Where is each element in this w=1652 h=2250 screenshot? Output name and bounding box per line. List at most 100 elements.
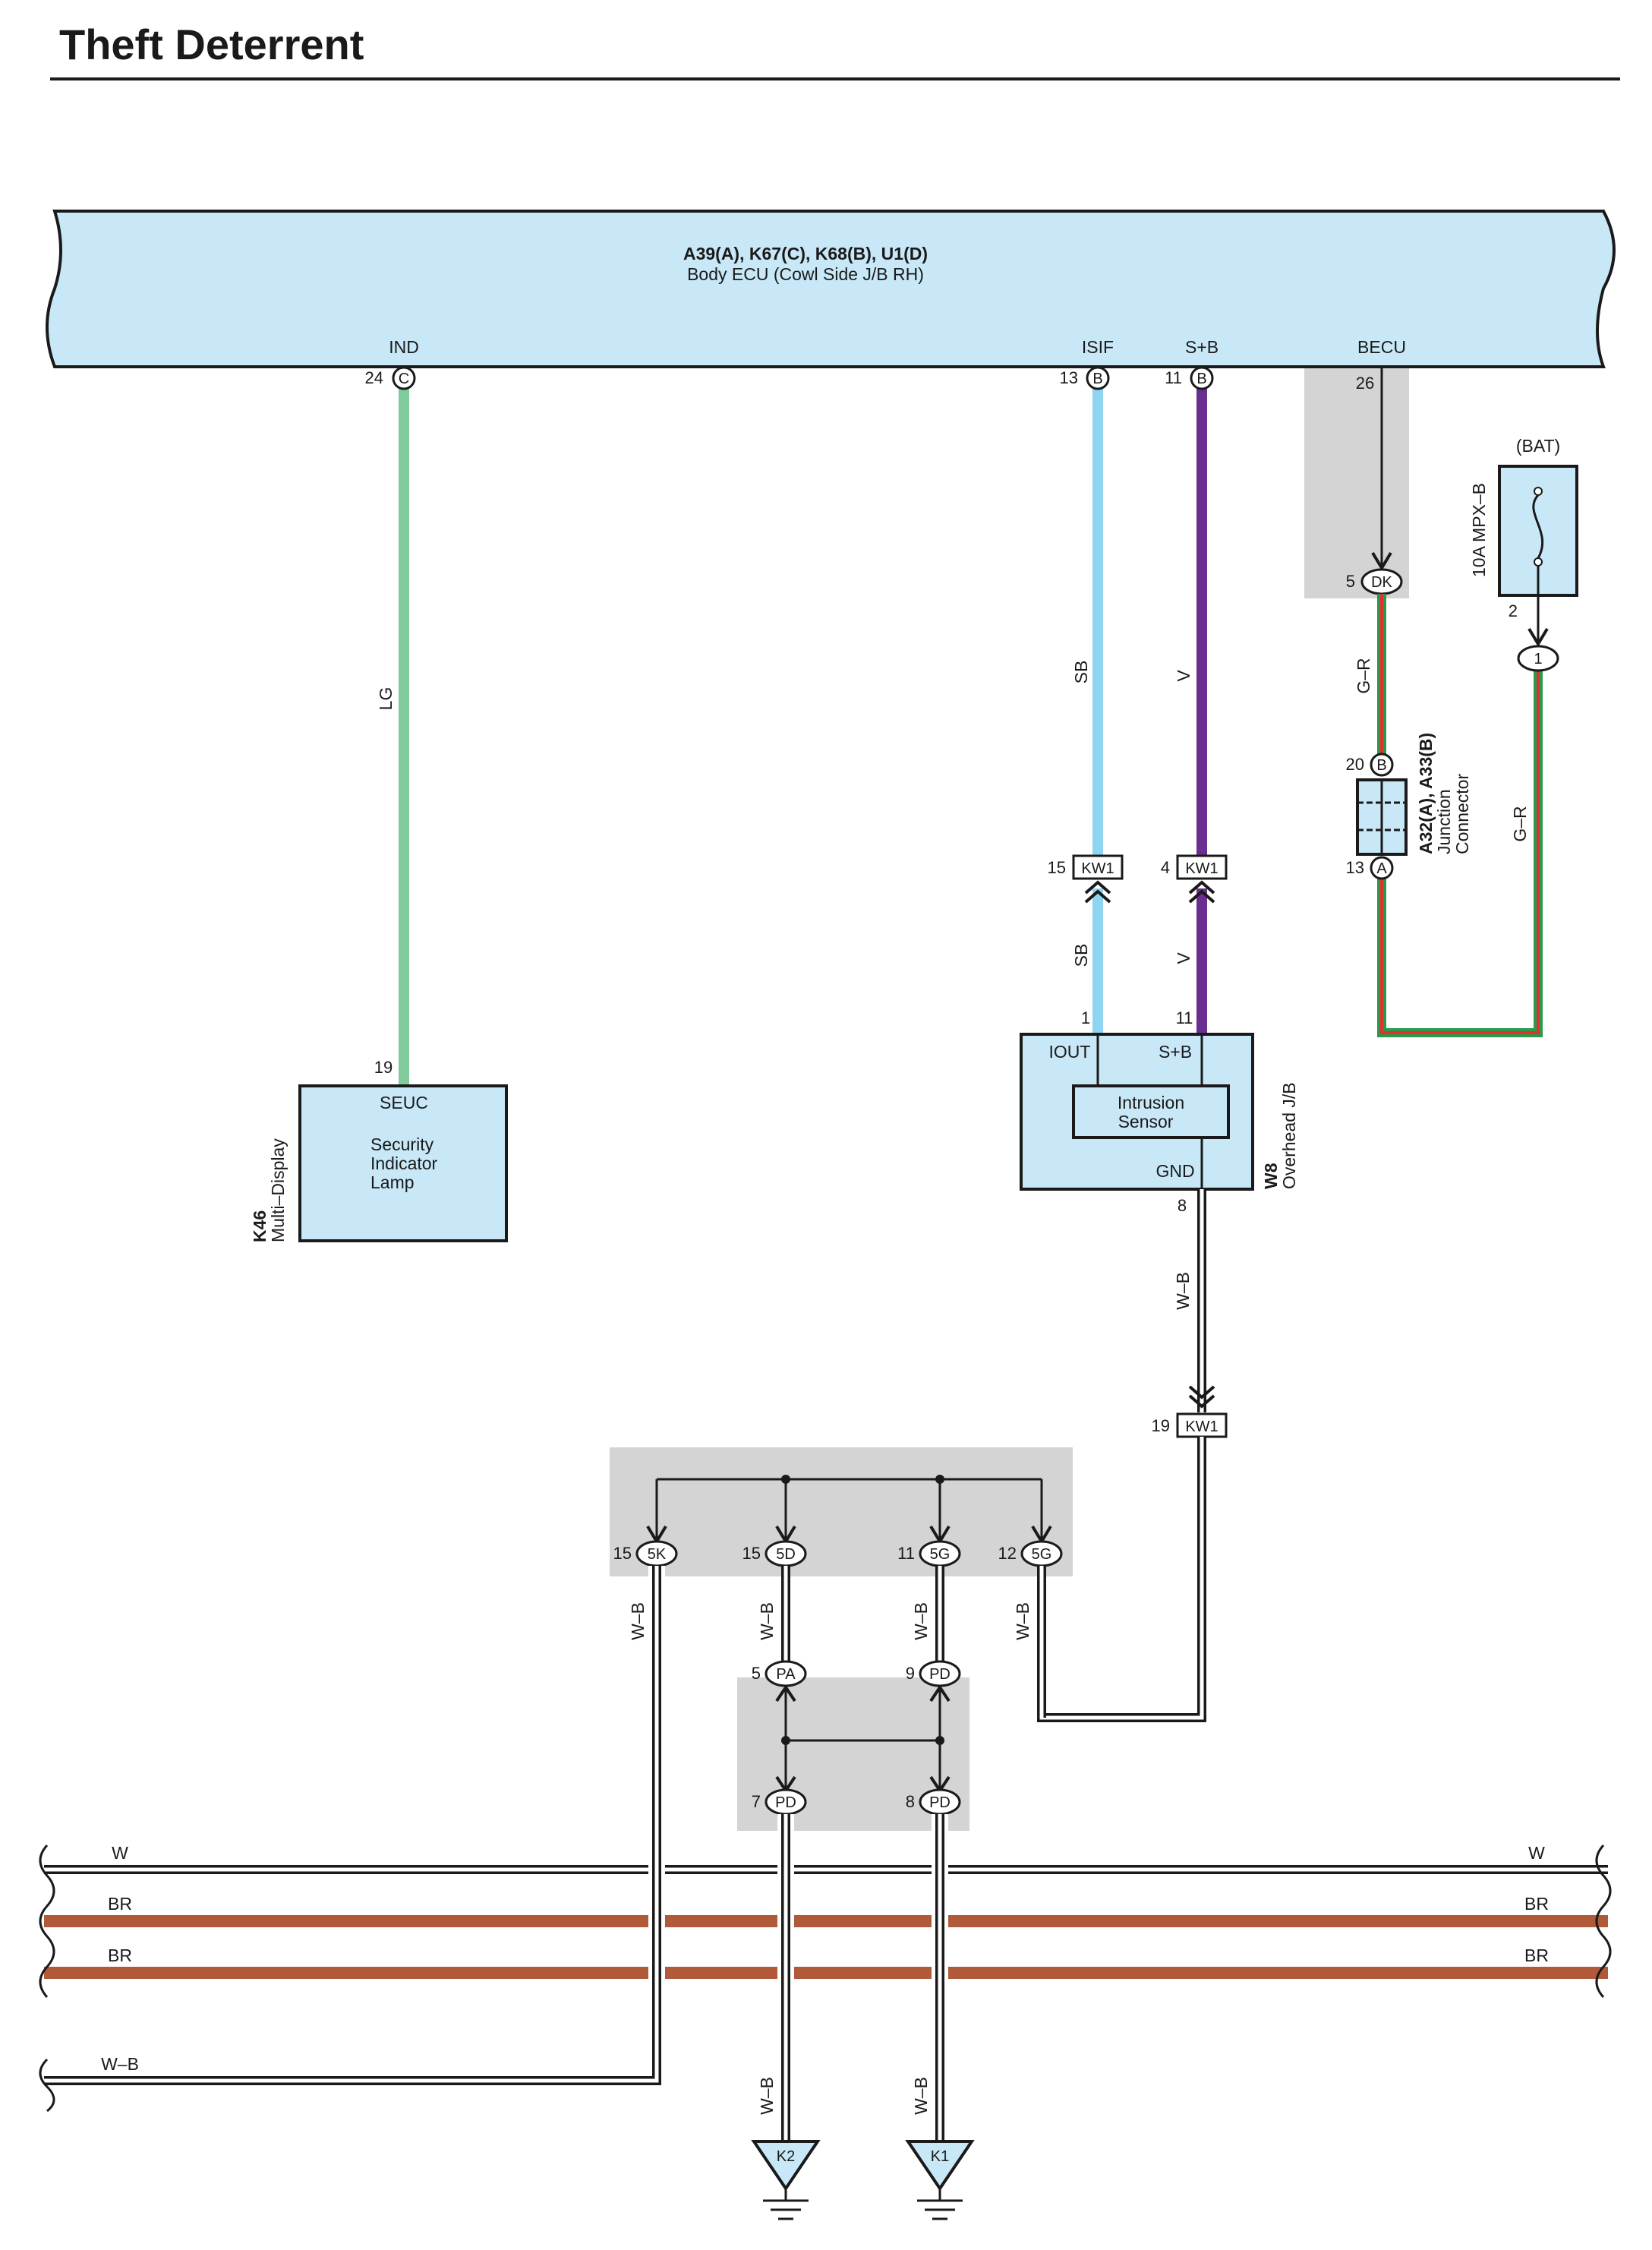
wire-wb-5g-11: W–B bbox=[911, 1566, 944, 1661]
kw1-gnd-label: KW1 bbox=[1185, 1418, 1218, 1435]
wire-lg-label: LG bbox=[376, 687, 396, 711]
w8-overhead-jb: 1 11 IOUT S+B Intrusion Sensor GND W8 Ov… bbox=[1020, 1008, 1299, 1191]
wire-gr-label-2: G–R bbox=[1510, 806, 1530, 841]
k46-inner-3: Lamp bbox=[370, 1172, 415, 1192]
wire-wb-main: 8 W–B bbox=[1173, 1189, 1215, 1412]
pd-top-pin: 9 bbox=[906, 1664, 915, 1683]
ground-k2-label: K2 bbox=[777, 2148, 795, 2165]
k46-code: K46 bbox=[250, 1210, 270, 1242]
wire-wb-k1: W–B bbox=[911, 1814, 948, 2141]
kw1-v-label: KW1 bbox=[1185, 860, 1218, 877]
bus-br2-label-right: BR bbox=[1524, 1945, 1549, 1965]
wire-gr: G–R G–R bbox=[1354, 594, 1543, 1037]
ecu-sb-conn: B bbox=[1196, 371, 1206, 387]
wire-wb-5g-11-label: W–B bbox=[911, 1602, 931, 1640]
pd-br-pin: 8 bbox=[906, 1792, 915, 1811]
splice-5g-11-pin: 11 bbox=[897, 1544, 915, 1563]
ecu-isif-conn: B bbox=[1092, 371, 1102, 387]
dk-pin: 5 bbox=[1346, 572, 1355, 591]
intrusion-sensor bbox=[1072, 1084, 1230, 1139]
k46-terminal: SEUC bbox=[380, 1093, 428, 1112]
pd-connector-bottom-right: PD 8 bbox=[906, 1788, 961, 1816]
w8-iout: IOUT bbox=[1049, 1042, 1091, 1062]
k46-pin: 19 bbox=[374, 1058, 393, 1077]
splice-5d-label: 5D bbox=[776, 1546, 796, 1563]
jc-name-2: Connector bbox=[1452, 774, 1472, 854]
splice-5d-pin: 15 bbox=[742, 1544, 761, 1563]
kw1-connector-sb: KW1 15 bbox=[1048, 854, 1124, 904]
kw1-gnd-chevron-1 bbox=[1188, 1385, 1215, 1400]
ecu-name: Body ECU (Cowl Side J/B RH) bbox=[687, 264, 924, 284]
ground-k1: K1 bbox=[905, 2140, 975, 2220]
bus-br2-label-left: BR bbox=[108, 1945, 132, 1965]
splice-5k: 5K 15 bbox=[613, 1540, 678, 1567]
pa-pin: 5 bbox=[752, 1664, 761, 1683]
dk-label: DK bbox=[1371, 574, 1392, 591]
pd-bl-label: PD bbox=[775, 1794, 796, 1811]
bat-fuse: (BAT) 10A MPX–B 2 1 bbox=[1469, 436, 1578, 672]
wire-v-label-1: V bbox=[1174, 670, 1193, 682]
wire-wb-k1-label: W–B bbox=[911, 2077, 931, 2115]
splice-5g-11: 5G 11 bbox=[897, 1540, 961, 1567]
kw1-v-pin: 4 bbox=[1161, 858, 1170, 877]
ecu-becu-pin: 26 bbox=[1356, 374, 1374, 393]
wire-wb-5d: W–B bbox=[757, 1566, 790, 1661]
ecu-connectors: A39(A), K67(C), K68(B), U1(D) bbox=[683, 244, 928, 263]
bus-wb-label-left: W–B bbox=[101, 2054, 139, 2074]
wire-wb-5g-12: W–B bbox=[1013, 1566, 1046, 1718]
ecu-ind-label: IND bbox=[389, 337, 419, 357]
splice-5g-12-label: 5G bbox=[1032, 1546, 1052, 1563]
ground-k1-label: K1 bbox=[931, 2148, 949, 2165]
bus-br1-label-right: BR bbox=[1524, 1894, 1549, 1914]
becu-shade bbox=[1304, 368, 1409, 598]
kw1-sb-label: KW1 bbox=[1081, 860, 1114, 877]
junction-connector: B 20 A 13 A32(A), A33(B) Junction Connec… bbox=[1346, 733, 1472, 880]
w8-pin-sb: 11 bbox=[1176, 1008, 1193, 1027]
pd-top-label: PD bbox=[929, 1666, 951, 1683]
wire-wb-5d-label: W–B bbox=[757, 1602, 777, 1640]
ecu-becu-label: BECU bbox=[1357, 337, 1406, 357]
kw1-v-chevron-1 bbox=[1188, 880, 1215, 895]
wire-wb-k2-label: W–B bbox=[757, 2077, 777, 2115]
wire-gr-label-1: G–R bbox=[1354, 658, 1373, 693]
ecu-sb-label: S+B bbox=[1185, 337, 1219, 357]
w8-pin-gnd: 8 bbox=[1178, 1196, 1187, 1215]
jc-bot-pin: 13 bbox=[1346, 858, 1364, 877]
pd-connector-top: PD 9 bbox=[906, 1660, 961, 1687]
splice-5g-12-pin: 12 bbox=[998, 1544, 1017, 1563]
bus-w-label-left: W bbox=[112, 1843, 128, 1863]
w8-pin-iout: 1 bbox=[1081, 1008, 1090, 1027]
sensor-line-1: Intrusion bbox=[1118, 1093, 1184, 1112]
pd-connector-bottom-left: PD 7 bbox=[752, 1788, 807, 1816]
ecu-ind-conn: C bbox=[399, 371, 409, 387]
pa-connector: PA 5 bbox=[752, 1660, 807, 1687]
ecu-ind-terminal: 24 C bbox=[365, 366, 416, 390]
wire-wb-k2: W–B bbox=[757, 1814, 794, 2141]
kw1-sb-chevron-1 bbox=[1084, 880, 1111, 895]
kw1-sb-chevron-2 bbox=[1084, 889, 1111, 904]
bus-br1-label-left: BR bbox=[108, 1894, 132, 1914]
jc-top-pin: 20 bbox=[1346, 755, 1364, 774]
jc-top-conn: B bbox=[1376, 757, 1386, 774]
ecu-isif-pin: 13 bbox=[1060, 368, 1078, 387]
splice-shade bbox=[610, 1447, 1073, 1576]
splice-5g-12: 5G 12 bbox=[998, 1540, 1063, 1567]
page-title: Theft Deterrent bbox=[59, 21, 364, 68]
sensor-line-2: Sensor bbox=[1118, 1112, 1174, 1131]
kw1-connector-gnd: KW1 19 bbox=[1152, 1412, 1228, 1438]
wire-wb-5k-label: W–B bbox=[628, 1602, 648, 1640]
bat-arrow bbox=[1527, 627, 1549, 647]
kw1-v-chevron-2 bbox=[1188, 889, 1215, 904]
bus-br-1: BR BR bbox=[44, 1894, 1608, 1927]
jc-bot-conn: A bbox=[1376, 860, 1387, 877]
wire-sb-label-1: SB bbox=[1071, 661, 1091, 684]
splice-5k-pin: 15 bbox=[613, 1544, 632, 1563]
bus-w: W W bbox=[44, 1843, 1608, 1874]
bus-br-2: BR BR bbox=[44, 1945, 1608, 1979]
pd-br-label: PD bbox=[929, 1794, 951, 1811]
jc-name-1: Junction bbox=[1434, 789, 1454, 854]
pa-label: PA bbox=[776, 1666, 796, 1683]
k46-inner-2: Indicator bbox=[370, 1153, 438, 1173]
kw1-gnd-chevron-2 bbox=[1188, 1394, 1215, 1409]
